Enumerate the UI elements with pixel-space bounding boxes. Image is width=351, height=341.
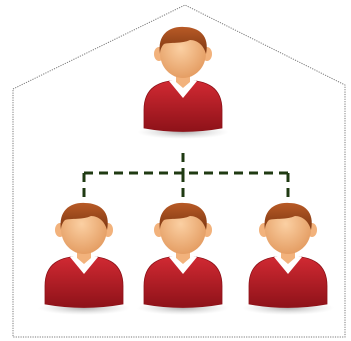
person-hair — [60, 202, 108, 230]
person-shirt — [143, 79, 223, 132]
person-shirt — [143, 255, 223, 308]
person-hair — [159, 202, 207, 230]
person-collar — [70, 255, 98, 274]
person-collar — [274, 255, 302, 274]
person-icon — [38, 202, 130, 315]
person-icon — [137, 202, 229, 315]
person-icon — [242, 202, 334, 315]
person-shirt — [44, 255, 124, 308]
connector-lines — [82, 153, 290, 204]
person-collar — [169, 79, 197, 98]
house-outline — [12, 4, 346, 338]
person-collar — [169, 255, 197, 274]
person-hair — [159, 26, 207, 54]
person-icon — [137, 26, 229, 139]
person-hair — [264, 202, 312, 230]
person-shirt — [248, 255, 328, 308]
